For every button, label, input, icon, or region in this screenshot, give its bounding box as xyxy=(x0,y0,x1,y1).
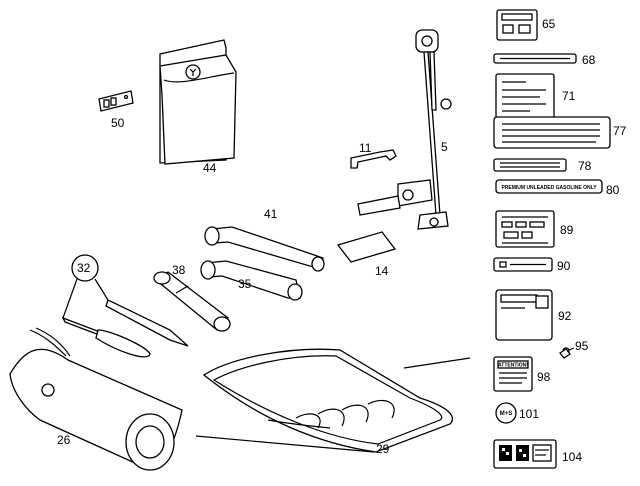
part-92-decal: ✕ xyxy=(495,289,553,341)
part-77-decal xyxy=(493,116,611,149)
callout-5: 5 xyxy=(441,140,448,154)
callout-68: 68 xyxy=(582,53,596,67)
part-35-wrench xyxy=(200,260,303,301)
callout-35: 35 xyxy=(238,277,252,291)
callout-80: 80 xyxy=(606,183,620,197)
part-44-pouch xyxy=(159,39,237,165)
callout-101: 101 xyxy=(519,407,539,421)
callout-41: 41 xyxy=(264,207,278,221)
premium-label: PREMIUM UNLEADED GASOLINE ONLY xyxy=(501,185,597,191)
callout-95: 95 xyxy=(575,339,589,353)
callout-32: 32 xyxy=(77,261,91,275)
part-89-decal xyxy=(495,210,555,248)
callout-50: 50 xyxy=(111,116,125,130)
part-68-decal xyxy=(493,53,577,64)
part-98-decal: ATTENTION! xyxy=(493,356,533,392)
part-29-toolroll xyxy=(195,348,471,453)
part-38-socket xyxy=(153,271,231,332)
part-5-jack xyxy=(357,29,452,230)
part-11-hook xyxy=(350,149,397,169)
callout-92: 92 xyxy=(558,309,572,323)
callout-65: 65 xyxy=(542,17,556,31)
callout-26: 26 xyxy=(57,433,71,447)
callout-77: 77 xyxy=(613,124,627,138)
part-41-wrench xyxy=(204,226,325,272)
part-50-clip xyxy=(98,90,134,112)
part-95-plug xyxy=(559,347,571,359)
part-26-roll xyxy=(9,327,183,471)
callout-89: 89 xyxy=(560,223,574,237)
callout-104: 104 xyxy=(562,450,582,464)
part-14-pad xyxy=(336,231,397,263)
callout-11: 11 xyxy=(359,141,372,155)
callout-71: 71 xyxy=(562,89,576,103)
callout-14: 14 xyxy=(375,264,389,278)
callout-90: 90 xyxy=(557,259,571,273)
part-71-decal xyxy=(495,73,555,119)
part-101-decal: M+S xyxy=(495,402,517,424)
callout-38: 38 xyxy=(172,263,186,277)
part-90-decal xyxy=(493,257,553,272)
attention-label: ATTENTION! xyxy=(498,363,528,369)
callout-78: 78 xyxy=(578,159,592,173)
part-80-decal: PREMIUM UNLEADED GASOLINE ONLY xyxy=(495,179,603,194)
part-32-screwdrivers xyxy=(61,254,189,358)
callout-29: 29 xyxy=(376,442,390,456)
callout-98: 98 xyxy=(537,370,551,384)
callout-44: 44 xyxy=(203,161,217,175)
part-65-decal xyxy=(496,9,538,41)
ms-label: M+S xyxy=(500,411,513,417)
part-104-decal xyxy=(493,439,557,469)
part-78-decal xyxy=(493,158,567,172)
